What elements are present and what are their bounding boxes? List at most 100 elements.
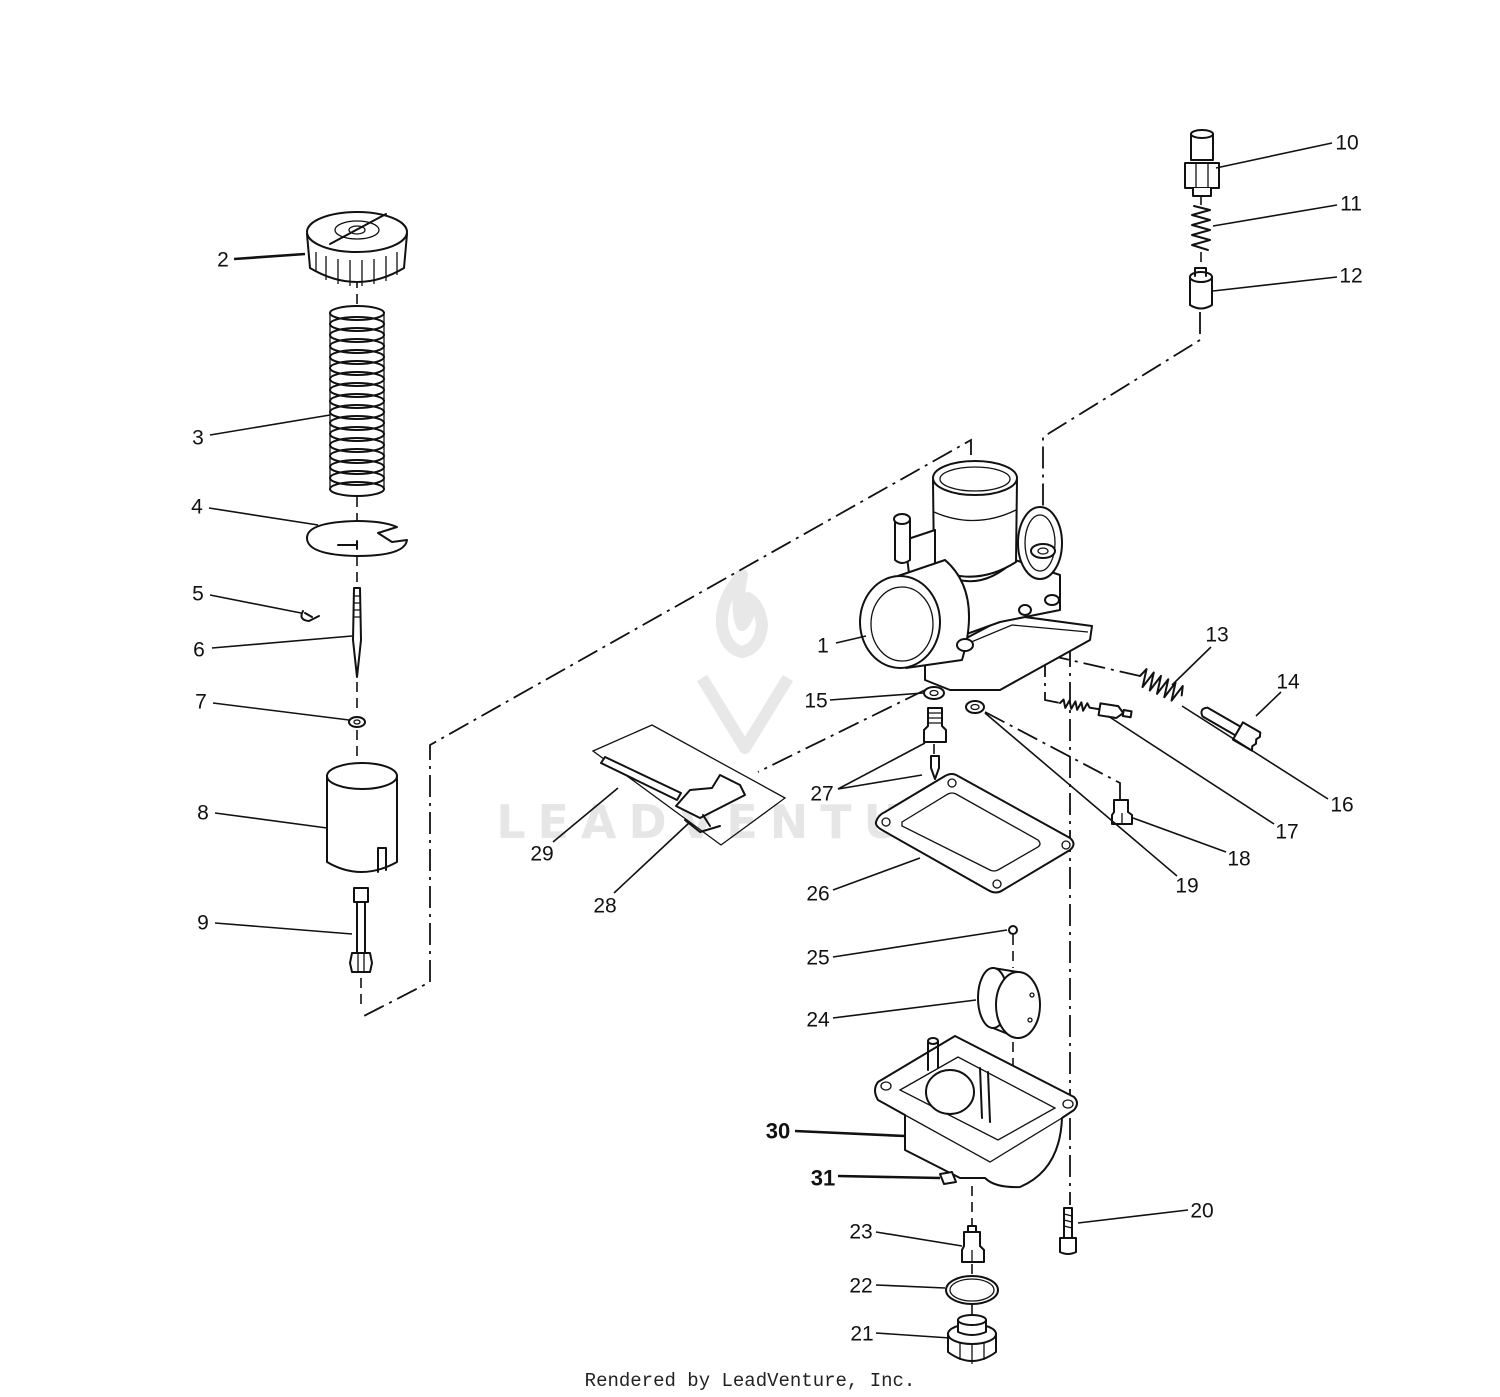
leader-line-14 bbox=[1255, 691, 1282, 717]
part-27-seat bbox=[923, 707, 947, 743]
part-1-port-c bbox=[1044, 594, 1060, 606]
callout-23: 23 bbox=[849, 1221, 872, 1244]
part-28-bracket bbox=[675, 774, 746, 819]
spring-coil bbox=[329, 470, 385, 486]
part-24-dot-1 bbox=[1029, 992, 1035, 998]
part-9-collar bbox=[353, 887, 369, 903]
part-9-hex bbox=[349, 952, 373, 973]
part-24-dot-2 bbox=[1027, 1017, 1033, 1023]
part-4-drawing bbox=[306, 520, 408, 557]
part-15-drawing bbox=[923, 686, 945, 700]
leader-line-27b bbox=[837, 774, 923, 790]
part-5-drawing bbox=[300, 610, 320, 622]
leader-line-27a bbox=[837, 742, 926, 790]
leader-line-25 bbox=[832, 929, 1008, 958]
leader-line-2 bbox=[233, 252, 306, 261]
spring-coil bbox=[329, 371, 385, 387]
part-22-drawing bbox=[945, 1275, 999, 1305]
guide-line-fitting-to-body bbox=[1042, 312, 1201, 545]
leader-line-19 bbox=[984, 712, 1178, 877]
watermark-flame-logo bbox=[715, 569, 768, 658]
part-1-port-b bbox=[1018, 604, 1032, 616]
part-6-needle bbox=[352, 587, 362, 678]
part-26-gasket-inner bbox=[901, 792, 1041, 872]
part-4-slot bbox=[337, 540, 358, 550]
float-arm-frame bbox=[591, 724, 787, 846]
callout-18: 18 bbox=[1227, 848, 1250, 871]
part-1-inlet-inner bbox=[870, 586, 934, 662]
part-14-drawing bbox=[1200, 706, 1262, 752]
spring-coil bbox=[329, 338, 385, 354]
part-1-bore-top bbox=[932, 460, 1018, 496]
callout-labels: 1 2 3 4 5 6 7 8 9 10 11 12 13 14 15 16 1… bbox=[191, 132, 1363, 1346]
leader-line-9 bbox=[214, 922, 353, 935]
callout-1: 1 bbox=[817, 635, 829, 658]
leader-line-5 bbox=[209, 594, 302, 614]
callout-24: 24 bbox=[806, 1009, 830, 1032]
part-30-post bbox=[927, 1041, 939, 1071]
callout-11: 11 bbox=[1340, 193, 1362, 216]
leader-line-23 bbox=[875, 1231, 963, 1247]
callout-7: 7 bbox=[195, 691, 207, 714]
part-26-hole-3 bbox=[1061, 840, 1071, 850]
part-19-washer bbox=[965, 700, 985, 714]
part-10-nipple-top bbox=[1190, 129, 1214, 139]
part-1-bore-inner bbox=[939, 466, 1011, 492]
part-11-drawing bbox=[1191, 205, 1211, 251]
leader-line-11 bbox=[1212, 204, 1338, 227]
part-9-hex-lines bbox=[357, 954, 365, 971]
part-31-drawing bbox=[939, 1171, 957, 1185]
part-1-outlet-inner bbox=[1024, 514, 1056, 572]
part-8-cutaway bbox=[377, 847, 387, 873]
part-6-grooves bbox=[354, 595, 360, 618]
part-21-boss-top bbox=[957, 1314, 987, 1326]
guide-line-body-to-float-pin bbox=[757, 689, 926, 773]
part-1-drawing bbox=[859, 460, 1093, 691]
part-28-29-drawing bbox=[591, 724, 787, 846]
part-17-hex bbox=[1097, 702, 1125, 719]
leader-line-28 bbox=[613, 821, 691, 894]
part-29-pin bbox=[600, 756, 682, 801]
callout-26: 26 bbox=[806, 883, 829, 906]
spring-coil bbox=[329, 481, 385, 497]
part-2-ring bbox=[334, 220, 380, 240]
footer-credit: Rendered by LeadVenture, Inc. bbox=[585, 1370, 916, 1392]
part-1-bore-band bbox=[933, 509, 1017, 522]
part-9-rod bbox=[356, 901, 366, 954]
callout-15: 15 bbox=[804, 690, 827, 713]
part-30-bowl bbox=[874, 1035, 1078, 1189]
part-15-hole bbox=[929, 689, 939, 697]
leader-line-12 bbox=[1212, 276, 1338, 292]
callout-28: 28 bbox=[593, 895, 616, 918]
part-15-washer bbox=[923, 686, 945, 700]
part-20-drawing bbox=[1059, 1207, 1077, 1255]
callout-31: 31 bbox=[811, 1166, 835, 1191]
part-22-ring-inner bbox=[949, 1278, 995, 1302]
part-14-shank bbox=[1200, 706, 1242, 737]
guide-line-body-to-screw bbox=[1044, 655, 1061, 704]
part-18-drawing bbox=[1111, 799, 1133, 825]
leader-line-17 bbox=[1107, 715, 1275, 825]
part-17-drawing bbox=[1059, 698, 1133, 719]
leader-line-15 bbox=[829, 692, 924, 701]
leader-line-26 bbox=[832, 857, 921, 891]
guide-line-washer-to-jet bbox=[984, 711, 1121, 800]
spring-coil bbox=[329, 415, 385, 431]
part-1-fitting-boss bbox=[1030, 543, 1056, 559]
part-9-drawing bbox=[349, 887, 373, 973]
leader-line-29 bbox=[552, 787, 619, 843]
leader-line-22 bbox=[875, 1284, 946, 1289]
part-30-hole-1 bbox=[880, 1081, 892, 1091]
callout-3: 3 bbox=[192, 427, 204, 450]
spring-coil bbox=[329, 327, 385, 343]
leader-line-3 bbox=[209, 414, 331, 436]
part-7-hole bbox=[353, 719, 361, 725]
spring-coil bbox=[329, 448, 385, 464]
leader-line-8 bbox=[214, 812, 328, 829]
leader-line-20 bbox=[1077, 1209, 1189, 1224]
leader-line-21 bbox=[875, 1332, 951, 1339]
leader-line-18 bbox=[1132, 817, 1227, 853]
part-12-body bbox=[1189, 276, 1213, 310]
